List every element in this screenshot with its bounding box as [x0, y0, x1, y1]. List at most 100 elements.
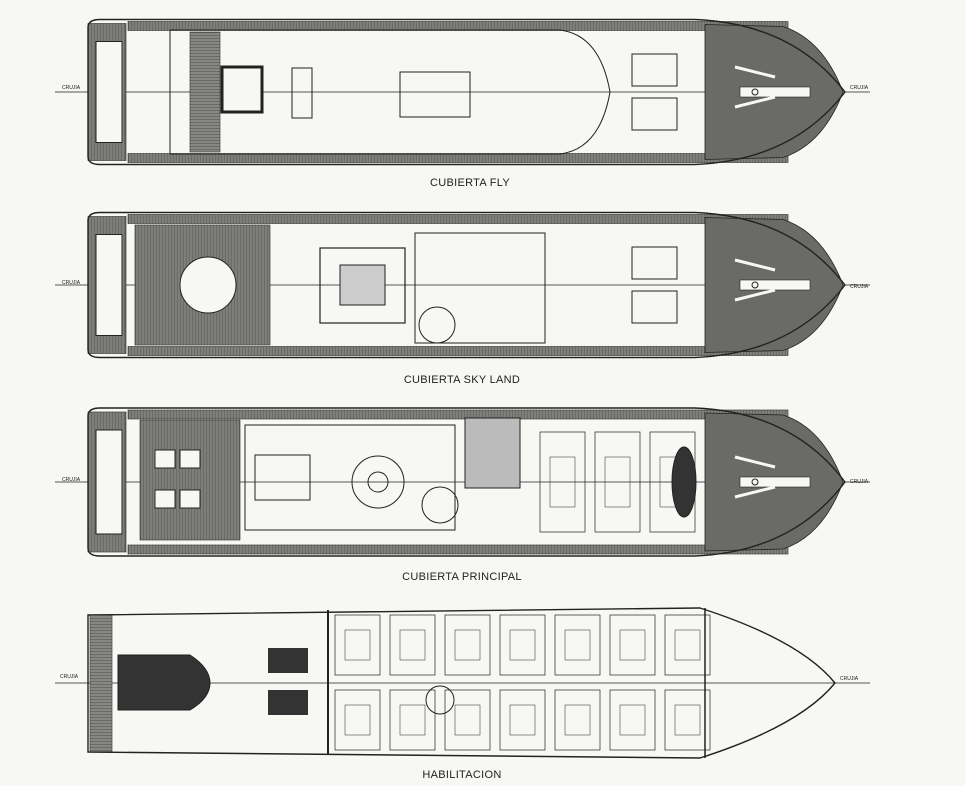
stern-platform [95, 41, 123, 143]
hull-outline [87, 407, 846, 557]
crujia-label: CRUJIA [60, 674, 79, 680]
room-outline [499, 689, 546, 751]
deck-title-fly: CUBIERTA FLY [430, 177, 510, 189]
furniture [549, 456, 576, 508]
sunpad [631, 290, 678, 324]
sunpad [631, 97, 678, 131]
wheelhouse [414, 232, 546, 344]
room-outline [444, 689, 491, 751]
room-outline [389, 614, 436, 676]
room-outline [609, 689, 656, 751]
deck-fly [55, 18, 870, 166]
crujia-label: CRUJIA [62, 280, 81, 286]
flybridge-outline [169, 29, 611, 155]
furniture [399, 629, 426, 661]
windlass [751, 88, 759, 96]
anchor-chain [734, 65, 776, 79]
anchor-locker [739, 279, 811, 291]
deck-habilitacion [55, 607, 870, 759]
furniture [454, 704, 481, 736]
deck-sky [55, 211, 870, 359]
room-outline [554, 689, 601, 751]
furniture [509, 704, 536, 736]
jacuzzi [220, 65, 264, 114]
furniture [564, 704, 591, 736]
hull-outline [87, 211, 846, 359]
lounger [179, 489, 201, 509]
room-outline [594, 431, 641, 533]
furniture [454, 629, 481, 661]
skylounge [319, 247, 406, 324]
spiral-staircase [425, 685, 455, 715]
furniture [674, 629, 701, 661]
anchor-locker [739, 476, 811, 488]
spiral-staircase [418, 306, 456, 344]
crujia-label: CRUJIA [840, 676, 859, 682]
deck-title-sky: CUBIERTA SKY LAND [404, 374, 520, 386]
room-outline [499, 614, 546, 676]
windlass [751, 478, 759, 486]
anchor-chain [734, 485, 776, 499]
table-center [367, 471, 389, 493]
furniture [619, 629, 646, 661]
room-outline [334, 614, 381, 676]
jetski [268, 690, 308, 715]
furniture [564, 629, 591, 661]
round-dining-table [179, 256, 237, 314]
dining-table [351, 455, 405, 509]
anchor-chain [734, 455, 776, 469]
crujia-label: CRUJIA [850, 85, 869, 91]
hull-outline [87, 607, 836, 759]
side-deck-teak [127, 409, 789, 420]
deck-title-habilitacion: HABILITACION [422, 769, 501, 781]
side-deck-teak [127, 214, 789, 224]
lounger [154, 449, 176, 469]
stern-platform [95, 234, 123, 336]
jetski [268, 648, 308, 673]
furniture [604, 456, 631, 508]
furniture [344, 629, 371, 661]
jet-tender [671, 446, 697, 518]
deck-title-principal: CUBIERTA PRINCIPAL [402, 571, 522, 583]
galley-floor [464, 417, 521, 489]
crujia-label: CRUJIA [850, 479, 869, 485]
salon-seating [254, 454, 311, 501]
side-deck-teak [127, 153, 789, 163]
sunpad [631, 53, 678, 87]
room-outline [664, 689, 711, 751]
anchor-chain [734, 258, 776, 272]
spiral-staircase [421, 486, 459, 524]
room-outline [444, 614, 491, 676]
room-outline [554, 614, 601, 676]
anchor-locker [739, 86, 811, 98]
crujia-label: CRUJIA [62, 85, 81, 91]
anchor-chain [734, 95, 776, 109]
room-outline [389, 689, 436, 751]
sunpad [631, 246, 678, 280]
rug [339, 264, 386, 306]
side-deck-teak [127, 544, 789, 555]
furniture [674, 704, 701, 736]
side-deck-teak [127, 346, 789, 356]
crujia-label: CRUJIA [850, 284, 869, 290]
crujia-label: CRUJIA [62, 477, 81, 483]
lounger [179, 449, 201, 469]
tender [117, 654, 211, 711]
dining-table [291, 67, 313, 119]
furniture [619, 704, 646, 736]
room-outline [664, 614, 711, 676]
deck-principal [55, 407, 870, 557]
room-outline [334, 689, 381, 751]
room-outline [539, 431, 586, 533]
helm-station [399, 71, 471, 118]
furniture [509, 629, 536, 661]
fly-teak [189, 31, 221, 153]
hull-outline [87, 18, 846, 166]
swim-platform [89, 614, 113, 753]
room-outline [609, 614, 656, 676]
windlass [751, 281, 759, 289]
stern-platform [95, 429, 123, 535]
anchor-chain [734, 288, 776, 302]
main-salon [244, 424, 456, 531]
